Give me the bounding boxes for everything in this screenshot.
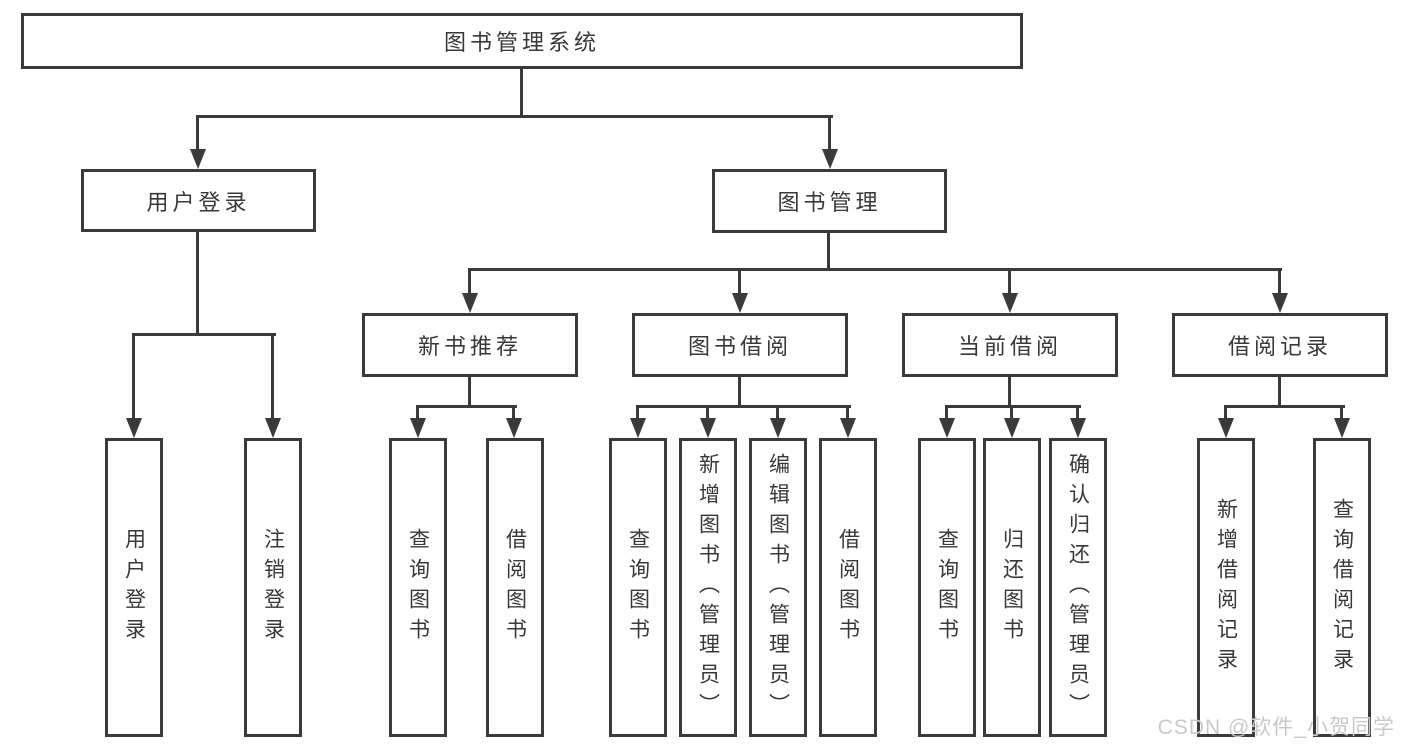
connector-stub bbox=[1340, 405, 1343, 420]
connector-user-login-split bbox=[132, 333, 276, 336]
leaf-add-borrow-record: 新增借阅记录 bbox=[1197, 438, 1255, 737]
arrowhead-book-borrow bbox=[732, 293, 748, 313]
node-library-management-system: 图书管理系统 bbox=[21, 13, 1023, 69]
leaf-query-book-under-current: 查询图书 bbox=[918, 438, 976, 737]
leaf-label: 编辑图书（管理员） bbox=[766, 452, 790, 723]
arrowhead-query-book-borrow bbox=[630, 418, 646, 438]
connector-stub bbox=[846, 405, 849, 420]
connector-to-user-login bbox=[196, 115, 199, 151]
connector-borrow-records-stem bbox=[1278, 377, 1281, 408]
connector-stub bbox=[636, 405, 639, 420]
leaf-confirm-return-admin: 确认归还（管理员） bbox=[1049, 438, 1107, 737]
connector-to-book-mgmt bbox=[828, 115, 831, 151]
connector-stub bbox=[945, 405, 948, 420]
node-label: 当前借阅 bbox=[957, 334, 1062, 359]
leaf-label: 查询图书 bbox=[406, 527, 430, 648]
connector-stub bbox=[1010, 405, 1013, 420]
node-new-book-recommendation: 新书推荐 bbox=[362, 313, 578, 377]
arrowhead-user-login bbox=[190, 149, 206, 169]
leaf-label: 用户登录 bbox=[122, 527, 146, 648]
connector-to-leaf-user-login bbox=[132, 333, 135, 420]
node-label: 用户登录 bbox=[146, 189, 251, 215]
arrowhead-add-book bbox=[700, 418, 716, 438]
arrowhead-borrow-book-borrow bbox=[840, 418, 856, 438]
csdn-watermark: CSDN @软件_小贺同学 bbox=[1157, 716, 1395, 739]
connector-to-book-borrow bbox=[738, 268, 741, 295]
leaf-query-book-under-recommend: 查询图书 bbox=[389, 438, 447, 737]
arrowhead-edit-book bbox=[770, 418, 786, 438]
node-label: 图书借阅 bbox=[687, 334, 792, 359]
connector-root-stem bbox=[520, 69, 523, 118]
arrowhead-borrow-records bbox=[1272, 293, 1288, 313]
connector-user-login-stem bbox=[196, 232, 199, 335]
arrowhead-query-book-current bbox=[939, 418, 955, 438]
arrowhead-leaf-logout bbox=[265, 418, 281, 438]
leaf-query-book-under-borrowing: 查询图书 bbox=[609, 438, 667, 737]
connector-stub bbox=[776, 405, 779, 420]
arrowhead-query-book-rec bbox=[410, 418, 426, 438]
connector-new-book-rec-split bbox=[416, 405, 517, 408]
connector-stub bbox=[706, 405, 709, 420]
leaf-label: 查询借阅记录 bbox=[1330, 497, 1354, 678]
node-borrowing-records: 借阅记录 bbox=[1172, 313, 1388, 377]
arrowhead-confirm-return bbox=[1070, 418, 1086, 438]
arrowhead-return-book bbox=[1004, 418, 1020, 438]
arrowhead-add-borrow-record bbox=[1218, 418, 1234, 438]
leaf-logout: 注销登录 bbox=[244, 438, 302, 737]
node-book-management: 图书管理 bbox=[712, 169, 947, 233]
leaf-add-book-admin: 新增图书（管理员） bbox=[679, 438, 737, 737]
arrowhead-leaf-user-login bbox=[126, 418, 142, 438]
node-current-borrowing: 当前借阅 bbox=[902, 313, 1118, 377]
connector-to-new-book-rec bbox=[468, 268, 471, 295]
connector-stub bbox=[416, 405, 419, 420]
connector-borrow-records-split bbox=[1224, 405, 1345, 408]
connector-book-mgmt-stem bbox=[827, 233, 830, 271]
leaf-label: 借阅图书 bbox=[503, 527, 527, 648]
connector-book-borrow-stem bbox=[738, 377, 741, 408]
connector-book-borrow-split bbox=[636, 405, 851, 408]
leaf-query-borrow-record: 查询借阅记录 bbox=[1313, 438, 1371, 737]
node-label: 图书管理系统 bbox=[443, 30, 600, 55]
leaf-user-login: 用户登录 bbox=[105, 438, 163, 737]
leaf-label: 查询图书 bbox=[935, 527, 959, 648]
arrowhead-current-borrow bbox=[1002, 293, 1018, 313]
arrowhead-query-borrow-record bbox=[1334, 418, 1350, 438]
leaf-label: 借阅图书 bbox=[836, 527, 860, 648]
connector-new-book-rec-stem bbox=[468, 377, 471, 408]
connector-to-leaf-logout bbox=[271, 333, 274, 420]
connector-current-borrow-stem bbox=[1008, 377, 1011, 408]
leaf-return-book: 归还图书 bbox=[983, 438, 1041, 737]
leaf-label: 注销登录 bbox=[261, 527, 285, 648]
node-label: 新书推荐 bbox=[417, 334, 522, 359]
leaf-borrow-book-under-recommend: 借阅图书 bbox=[486, 438, 544, 737]
node-book-borrowing: 图书借阅 bbox=[632, 313, 848, 377]
connector-to-current-borrow bbox=[1008, 268, 1011, 295]
leaf-borrow-book-under-borrowing: 借阅图书 bbox=[819, 438, 877, 737]
connector-root-split bbox=[196, 115, 833, 118]
arrowhead-book-mgmt bbox=[822, 149, 838, 169]
connector-current-borrow-split bbox=[945, 405, 1081, 408]
node-label: 借阅记录 bbox=[1227, 334, 1332, 359]
connector-book-mgmt-split bbox=[468, 268, 1282, 271]
node-user-login: 用户登录 bbox=[81, 169, 316, 232]
connector-stub bbox=[1076, 405, 1079, 420]
leaf-label: 新增图书（管理员） bbox=[696, 452, 720, 723]
connector-stub bbox=[512, 405, 515, 420]
connector-to-borrow-records bbox=[1278, 268, 1281, 295]
leaf-label: 新增借阅记录 bbox=[1214, 497, 1238, 678]
leaf-label: 查询图书 bbox=[626, 527, 650, 648]
connector-stub bbox=[1224, 405, 1227, 420]
leaf-label: 确认归还（管理员） bbox=[1066, 452, 1090, 723]
leaf-label: 归还图书 bbox=[1000, 527, 1024, 648]
leaf-edit-book-admin: 编辑图书（管理员） bbox=[749, 438, 807, 737]
arrowhead-borrow-book-rec bbox=[506, 418, 522, 438]
arrowhead-new-book-rec bbox=[462, 293, 478, 313]
node-label: 图书管理 bbox=[777, 190, 882, 215]
